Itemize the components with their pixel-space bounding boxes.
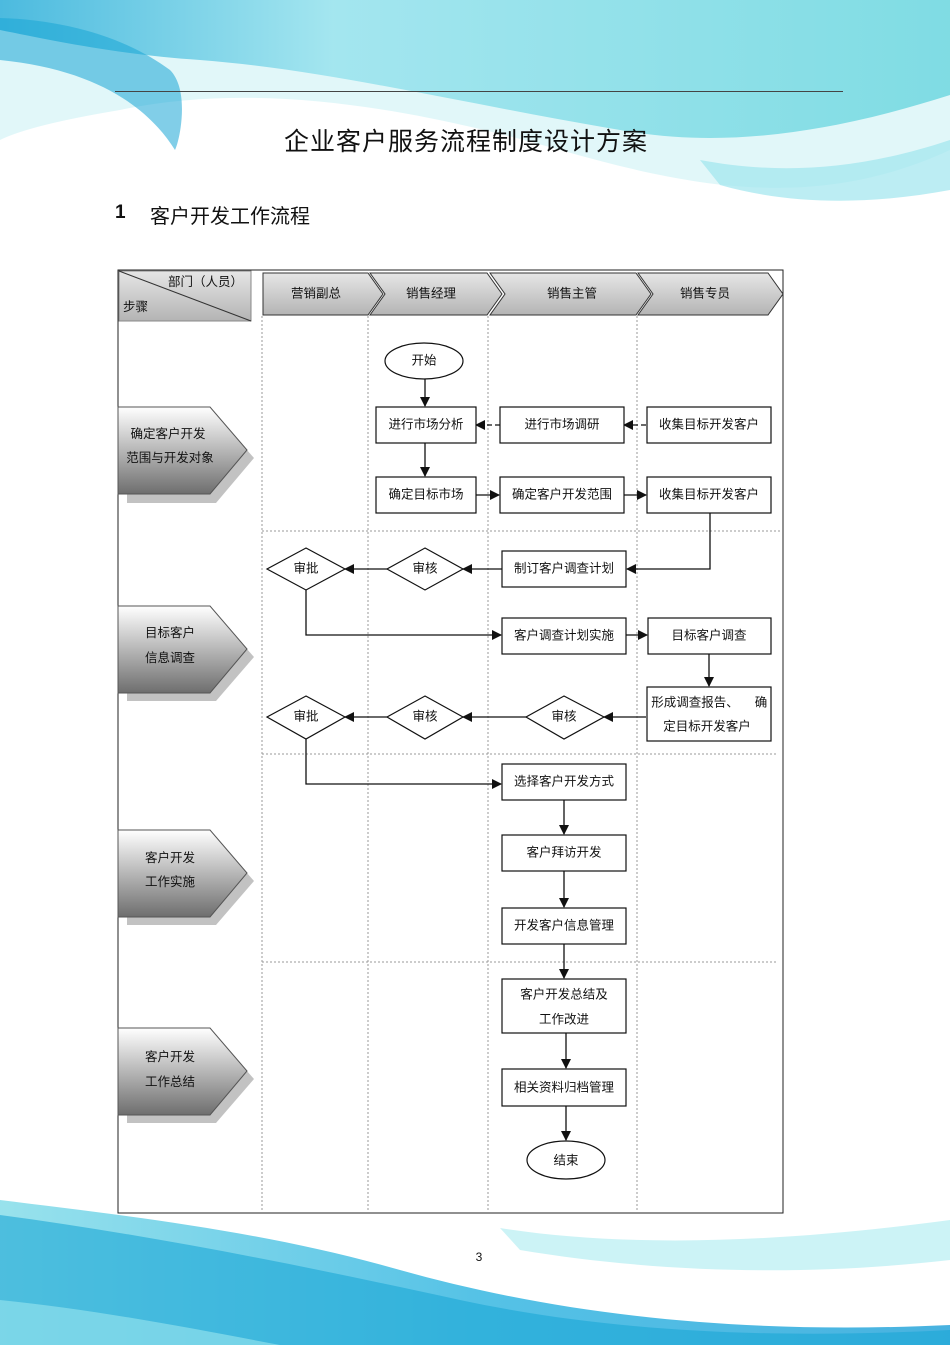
start-label: 开始 xyxy=(411,353,437,368)
info-mgmt-box xyxy=(501,907,627,945)
stage-label-4: 客户开发 工作总结 xyxy=(117,1027,254,1123)
approve-label-1: 审批 xyxy=(293,561,318,576)
svg-text:确定客户开发: 确定客户开发 xyxy=(130,426,206,441)
end-label: 结束 xyxy=(553,1153,579,1168)
dev-scope-box xyxy=(499,476,625,514)
review-diamond-1 xyxy=(385,547,465,591)
svg-text:工作实施: 工作实施 xyxy=(145,874,196,889)
archive-label: 相关资料归档管理 xyxy=(514,1080,615,1095)
header-rule xyxy=(115,91,843,92)
start-node xyxy=(384,342,464,380)
column-header-supervisor: 销售主管 xyxy=(547,286,597,301)
connectors xyxy=(305,379,714,1141)
approve-label-2: 审批 xyxy=(293,709,318,724)
lane-dividers xyxy=(261,316,782,1212)
page-number: 3 xyxy=(475,1250,483,1264)
column-headers: 营销副总 销售经理 销售主管 销售专员 xyxy=(262,272,784,316)
target-survey-label: 目标客户调查 xyxy=(671,628,747,643)
review-diamond-3 xyxy=(524,695,606,740)
summary-box xyxy=(501,978,627,1034)
end-node xyxy=(526,1140,606,1180)
target-survey-box xyxy=(647,617,772,655)
info-mgmt-label: 开发客户信息管理 xyxy=(514,918,615,933)
corner-header: 部门（人员） 步骤 xyxy=(118,270,252,322)
plan-exec-label: 客户调查计划实施 xyxy=(514,628,615,643)
svg-text:目标客户: 目标客户 xyxy=(145,625,195,640)
collect-targets-label-1: 收集目标开发客户 xyxy=(659,417,759,432)
svg-text:范围与开发对象: 范围与开发对象 xyxy=(126,450,214,465)
market-research-label: 进行市场调研 xyxy=(524,417,599,432)
document-title: 企业客户服务流程制度设计方案 xyxy=(283,127,648,156)
market-analysis-label: 进行市场分析 xyxy=(388,417,463,432)
summary-label-1: 客户开发总结及 xyxy=(520,987,608,1002)
market-research-box xyxy=(499,406,625,444)
target-market-box xyxy=(375,476,477,514)
stage-label-1: 确定客户开发 范围与开发对象 xyxy=(117,406,254,503)
survey-report-label-1b: 确 xyxy=(755,695,768,710)
column-header-manager: 销售经理 xyxy=(406,286,457,301)
review-label-1: 审核 xyxy=(412,561,438,576)
svg-text:客户开发: 客户开发 xyxy=(145,1049,196,1064)
survey-report-box xyxy=(646,686,772,742)
survey-report-label-1: 形成调查报告、 xyxy=(651,695,739,710)
visit-box xyxy=(501,834,627,872)
svg-text:工作总结: 工作总结 xyxy=(145,1074,195,1089)
survey-plan-label: 制订客户调查计划 xyxy=(514,561,614,576)
choose-method-box xyxy=(501,763,627,801)
visit-label: 客户拜访开发 xyxy=(526,845,602,860)
summary-label-2: 工作改进 xyxy=(539,1012,590,1027)
survey-plan-box xyxy=(501,550,627,588)
review-label-2: 审核 xyxy=(412,709,438,724)
collect-targets-label-2: 收集目标开发客户 xyxy=(659,487,759,502)
collect-targets-box-2 xyxy=(646,476,772,514)
svg-text:信息调查: 信息调查 xyxy=(145,650,196,665)
column-header-vp: 营销副总 xyxy=(291,286,341,301)
corner-dept-label: 部门（人员） xyxy=(168,274,243,289)
archive-box xyxy=(501,1068,627,1107)
approve-diamond-1 xyxy=(265,547,347,591)
section-title: 客户开发工作流程 xyxy=(150,204,310,228)
choose-method-label: 选择客户开发方式 xyxy=(514,774,615,789)
market-analysis-box xyxy=(375,406,477,444)
section-number: 1 xyxy=(115,202,126,223)
stage-label-2: 目标客户 信息调查 xyxy=(117,605,254,701)
target-market-label: 确定目标市场 xyxy=(388,487,463,502)
column-header-specialist: 销售专员 xyxy=(680,286,730,301)
dev-scope-label: 确定客户开发范围 xyxy=(512,487,612,502)
approve-diamond-2 xyxy=(265,695,347,740)
plan-exec-box xyxy=(501,617,627,655)
collect-targets-box-1 xyxy=(646,406,772,444)
svg-text:客户开发: 客户开发 xyxy=(145,850,196,865)
review-label-3: 审核 xyxy=(551,709,577,724)
stage-label-3: 客户开发 工作实施 xyxy=(117,829,254,925)
survey-report-label-2: 定目标开发客户 xyxy=(663,719,751,734)
corner-step-label: 步骤 xyxy=(123,299,148,314)
review-diamond-2 xyxy=(385,695,465,740)
